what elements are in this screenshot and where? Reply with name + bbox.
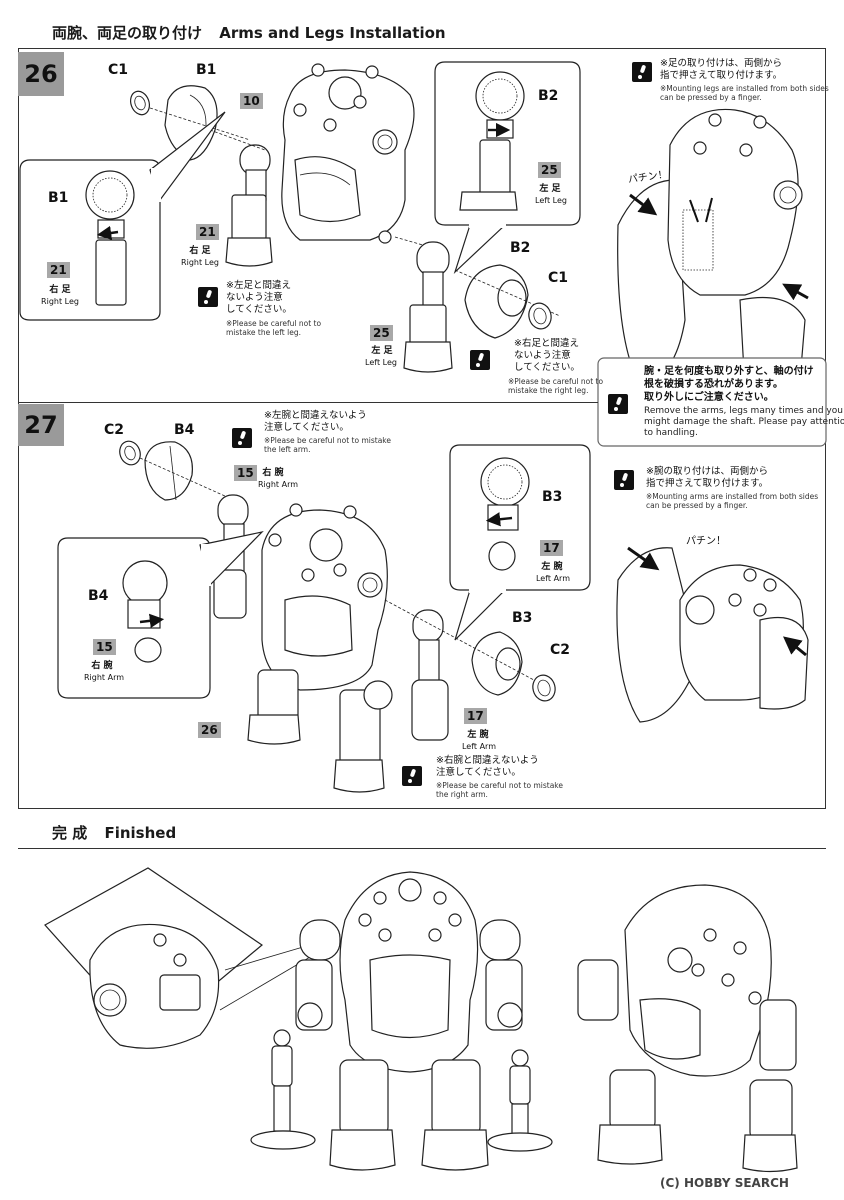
part-label-b4-inset: B4 — [88, 588, 109, 604]
section-bottom-line — [18, 808, 826, 809]
caution-jp: 腕・足を何度も取り外すと、軸の付け 根を破損する恐れがあります。 取り外しにご注… — [644, 366, 814, 403]
section-divider — [18, 48, 826, 49]
note-mount-legs-jp: ※足の取り付けは、両側から 指で押さえて取り付けます。 — [660, 58, 783, 81]
watermark: (C) HOBBY SEARCH — [660, 1176, 789, 1190]
caution-icon — [402, 766, 422, 786]
right-arm-inset-jp: 右 腕 — [91, 661, 113, 671]
note-right-leg-jp: ※右足と間違え ないよう注意 してください。 — [514, 338, 580, 373]
note-mount-arms-jp: ※腕の取り付けは、両側から 指で押さえて取り付けます。 — [646, 466, 769, 489]
right-leg-en: Right Leg — [181, 258, 219, 267]
finished-title-jp: 完 成 — [52, 824, 88, 842]
step-26-number: 26 — [18, 52, 64, 96]
finished-divider — [18, 848, 826, 849]
note-mount-arms-en: ※Mounting arms are installed from both s… — [646, 492, 819, 510]
left-leg-jp: 左 足 — [371, 346, 393, 356]
step-divider — [18, 402, 598, 403]
right-leg-jp: 右 足 — [189, 246, 211, 256]
part-label-c1-main: C1 — [548, 270, 569, 286]
section-title-en: Arms and Legs Installation — [219, 24, 446, 42]
left-arm-inset-en: Left Arm — [535, 574, 570, 583]
part-label-b3: B3 — [512, 610, 533, 626]
part-number-21-inset: 21 — [47, 262, 70, 278]
caution-icon — [470, 350, 490, 370]
left-leg-en: Left Leg — [365, 358, 397, 367]
section-title-jp: 両腕、両足の取り付け — [52, 24, 203, 42]
note-right-arm-en: ※Please be careful not to mistake the ri… — [436, 781, 563, 799]
right-arm-jp: 右 腕 — [262, 468, 284, 478]
right-leg-inset-jp: 右 足 — [49, 285, 71, 295]
left-arm-en: Left Arm — [461, 742, 496, 751]
part-number-17-inset: 17 — [540, 540, 563, 556]
part-label-b3-inset: B3 — [542, 489, 563, 505]
caution-icon — [614, 470, 634, 490]
left-leg-inset-jp: 左 足 — [539, 184, 561, 194]
part-label-c2-main: C2 — [550, 642, 571, 658]
part-number-25-inset: 25 — [538, 162, 561, 178]
note-right-leg-en: ※Please be careful not to mistake the ri… — [508, 377, 604, 395]
part-label-b1-inset: B1 — [48, 190, 69, 206]
part-number-15: 15 — [234, 465, 257, 481]
finished-title: 完 成 Finished — [52, 822, 176, 843]
left-arm-jp: 左 腕 — [467, 730, 489, 740]
part-label-b4: B4 — [174, 422, 195, 438]
right-arm-inset-en: Right Arm — [83, 673, 125, 682]
part-number-25: 25 — [370, 325, 393, 341]
note-left-leg-en: ※Please be careful not to mistake the le… — [226, 319, 322, 337]
note-mount-legs-en: ※Mounting legs are installed from both s… — [660, 84, 829, 102]
note-left-arm-en: ※Please be careful not to mistake the le… — [264, 436, 391, 454]
note-right-arm-jp: ※右腕と間違えないよう 注意してください。 — [436, 755, 539, 778]
left-arm-inset-jp: 左 腕 — [541, 562, 563, 572]
part-number-26: 26 — [198, 722, 221, 738]
caution-icon — [232, 428, 252, 448]
note-left-arm-jp: ※左腕と間違えないよう 注意してください。 — [264, 410, 367, 433]
part-label-b2-inset: B2 — [538, 88, 559, 104]
caution-icon — [198, 287, 218, 307]
caution-en: Remove the arms, legs many times and you… — [644, 406, 844, 438]
part-number-17: 17 — [464, 708, 487, 724]
part-number-10: 10 — [240, 93, 263, 109]
part-label-c1: C1 — [108, 62, 129, 78]
note-left-leg-jp: ※左足と間違え ないよう注意 してください。 — [226, 280, 292, 315]
section-title: 両腕、両足の取り付け Arms and Legs Installation — [52, 22, 446, 43]
finished-title-en: Finished — [104, 824, 177, 842]
left-leg-inset-en: Left Leg — [535, 196, 567, 205]
caution-icon — [608, 394, 628, 414]
snap-label-arms: パチン！ — [686, 536, 726, 547]
step-27-number: 27 — [18, 404, 64, 446]
part-label-c2: C2 — [104, 422, 125, 438]
right-arm-en: Right Arm — [258, 480, 299, 489]
part-label-b1: B1 — [196, 62, 217, 78]
right-leg-inset-en: Right Leg — [41, 297, 79, 306]
part-number-21: 21 — [196, 224, 219, 240]
part-label-b2: B2 — [510, 240, 531, 256]
part-number-15-inset: 15 — [93, 639, 116, 655]
caution-icon — [632, 62, 652, 82]
